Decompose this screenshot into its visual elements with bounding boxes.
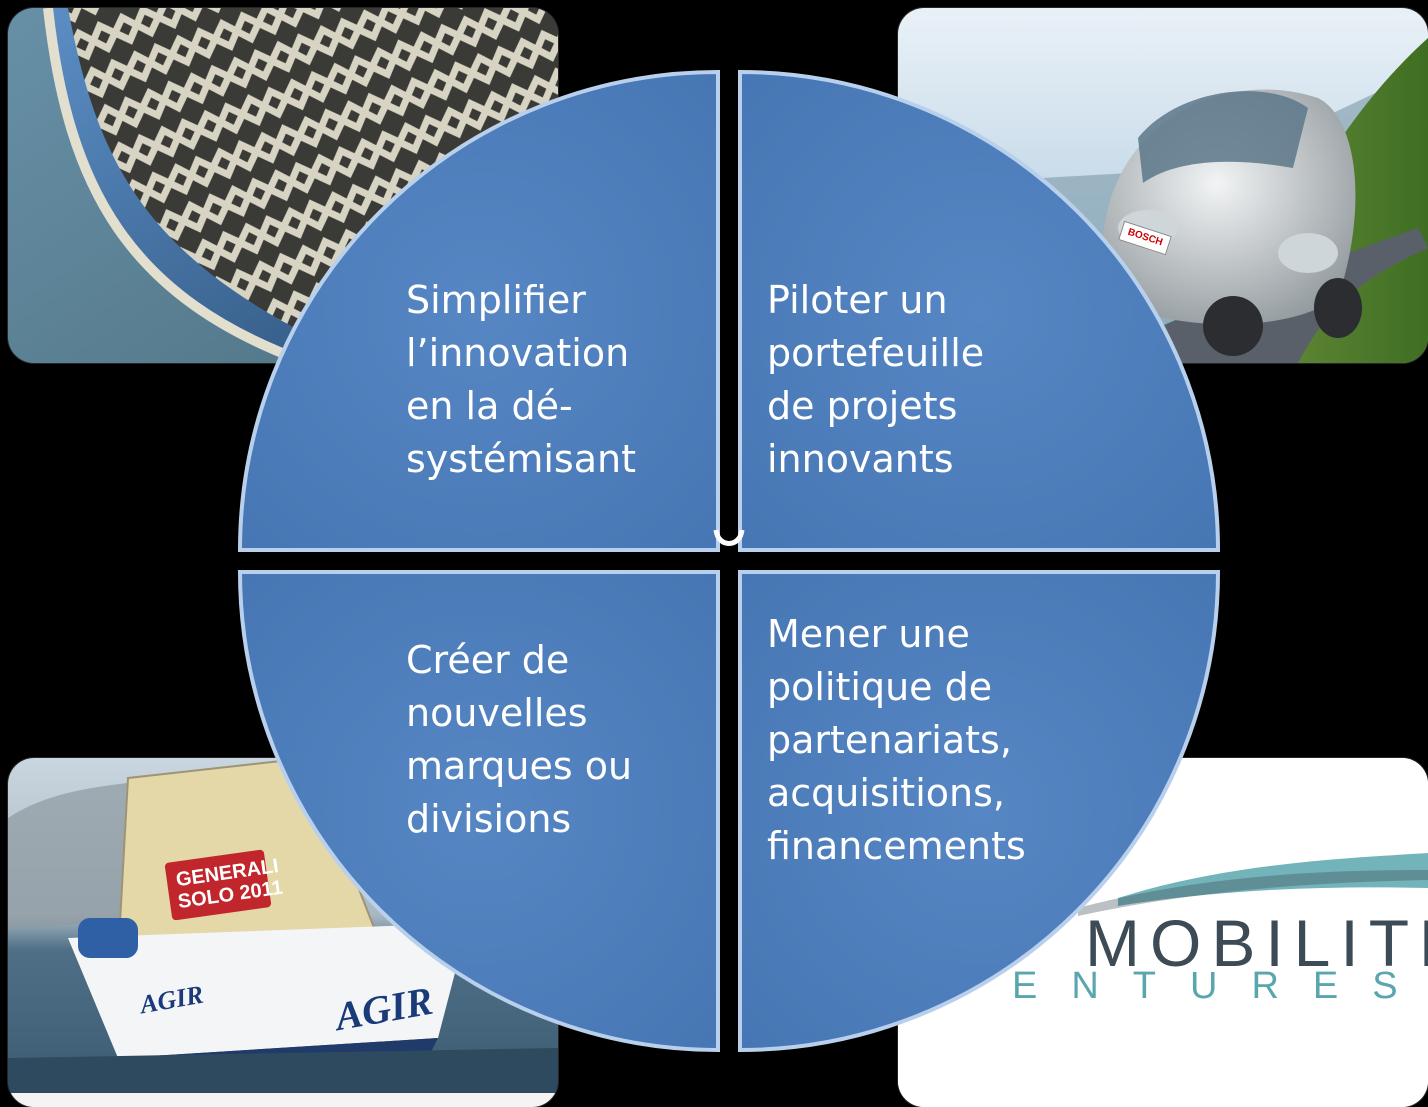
center-arrow-icon <box>713 529 745 546</box>
quadrant-text-top-right: Piloter un portefeuille de projets innov… <box>767 278 985 481</box>
quadrant-bottom-left <box>237 570 720 1053</box>
quadrant-top-left <box>237 69 720 552</box>
quadrant-top-right <box>738 69 1221 552</box>
logo-subtext: ENTURES <box>1012 965 1428 1007</box>
quadrant-bottom-right <box>738 570 1221 1053</box>
quadrant-text-bottom-left: Créer de nouvelles marques ou divisions <box>406 638 633 841</box>
quadrant-text-top-left: Simplifier l’innovation en la dé- systém… <box>406 278 637 481</box>
quadrant-text-bottom-right: Mener une politique de partenariats, acq… <box>767 612 1026 868</box>
photo-concept-car <box>898 8 1428 363</box>
